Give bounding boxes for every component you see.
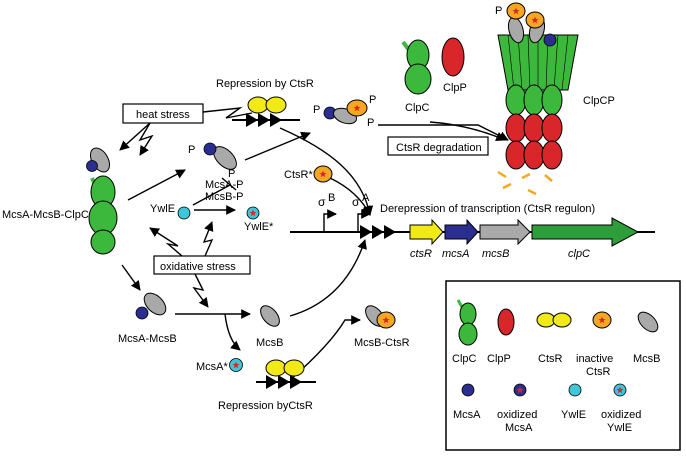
legend-ywle: YwlE (561, 409, 586, 421)
p-mark-e: P (367, 117, 374, 129)
gene-mcsb (479, 218, 531, 246)
ctsr-star-label: CtsR* (284, 169, 313, 181)
gene-mcsb-label: mcsB (482, 248, 510, 260)
mcsb-p-label: McsB-P (205, 191, 244, 203)
sigma-b-sub: B (328, 192, 335, 204)
legend-inactive: inactive (576, 353, 613, 365)
heat-stress-label: heat stress (136, 109, 190, 121)
mcsb-ctsr-label: McsB-CtsR (354, 337, 410, 349)
mcsb-free (260, 305, 280, 327)
legend-mcsa: McsA (453, 409, 481, 421)
legend-clpc: ClpC (452, 353, 477, 365)
legend-oxidized-ywle-2: YwlE (607, 422, 632, 434)
p-mark-f: P (495, 5, 502, 17)
gene-ctsr (409, 218, 444, 246)
sigma-a-sub: A (362, 192, 370, 204)
clpp-top (441, 37, 465, 77)
clpc-top (401, 39, 432, 95)
mcsa-mcsb-pair (135, 292, 167, 320)
ctsr-degradation-box (387, 136, 489, 156)
gene-clpc-label: clpC (568, 248, 590, 260)
mcsa-oxidized (229, 358, 243, 372)
derepression-label: Derepression of transcription (CtsR regu… (380, 203, 595, 215)
legend-oxidized-mcsa-1: oxidized (497, 409, 537, 421)
gene-ctsr-label: ctsR (410, 248, 432, 260)
mcsa-mcsb-phosphorylated (203, 142, 237, 170)
mcsb-ctsr-complex (365, 305, 396, 329)
ctsr-degradation-label: CtsR degradation (396, 142, 482, 154)
legend (445, 280, 681, 451)
legend-oxidized-mcsa-2: McsA (505, 422, 533, 434)
oxidative-stress-box (153, 255, 251, 275)
clpp-label-top: ClpP (443, 82, 467, 94)
clpc-label-top: ClpC (405, 102, 430, 114)
repression-bottom-label: Repression byCtsR (218, 400, 313, 412)
repression-top-label: Repression by CtsR (216, 78, 314, 90)
operator-bottom (256, 375, 316, 389)
operator-top (232, 113, 300, 127)
mcsab-ctsr-phospho (323, 99, 368, 125)
mcsa-star-label: McsA* (196, 361, 229, 373)
complex-label: McsA-McsB-ClpC (2, 209, 89, 221)
gene-clpc (531, 217, 640, 247)
gene-mcsa-label: mcsA (442, 248, 470, 260)
p-mark-a: P (188, 144, 195, 156)
mcsa-mcsb-label: McsA-McsB (118, 333, 177, 345)
oxidative-stress-label: oxidative stress (160, 261, 236, 273)
degradation-fragments (497, 170, 553, 196)
legend-mcsb: McsB (633, 353, 661, 365)
ctsr-dimer-bottom (265, 359, 305, 377)
clpcp-label: ClpCP (583, 95, 615, 107)
ywle-label: YwlE (150, 203, 175, 215)
legend-oxidized-ywle-1: oxidized (601, 409, 641, 421)
ywle-star-label: YwlE* (244, 221, 274, 233)
p-mark-c: P (313, 104, 320, 116)
p-mark-b: P (228, 168, 235, 180)
sigma-b-label: σ (318, 195, 326, 209)
legend-clpp: ClpP (487, 353, 511, 365)
clpcp-complex (497, 2, 579, 170)
ctsr-inactive-free (313, 165, 333, 183)
mcsb-label: McsB (256, 337, 284, 349)
gene-mcsa (444, 218, 479, 246)
ywle-icon (177, 206, 191, 220)
mcsa-mcsb-clpc-complex (86, 147, 118, 255)
heat-lightning (202, 107, 253, 119)
legend-ctsr: CtsR (538, 353, 563, 365)
ctsr-dimer-top (247, 96, 287, 114)
legend-inactive-ctsr: CtsR (586, 366, 611, 378)
sigma-a-label: σ (352, 195, 360, 209)
p-mark-d: P (369, 94, 376, 106)
heat-stress-box (122, 103, 204, 124)
heat-lightning-to-complex (138, 122, 154, 156)
